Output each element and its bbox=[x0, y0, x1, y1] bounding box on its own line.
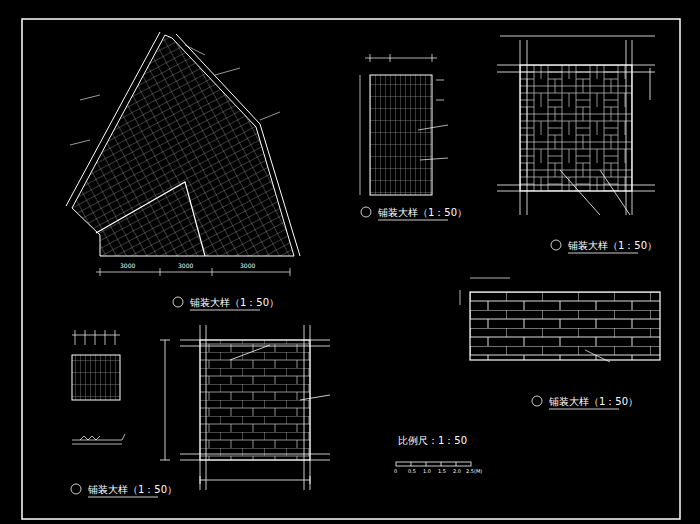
scale-title: 比例尺：1：50 bbox=[398, 436, 467, 446]
section-title: 铺装大样（1：50） bbox=[378, 208, 467, 218]
scale-number: 0 bbox=[394, 469, 397, 474]
scale-number: 2.5(M) bbox=[466, 469, 482, 474]
scale-number: 0.5 bbox=[408, 469, 416, 474]
section-title: 铺装大样（1：50） bbox=[190, 298, 279, 308]
dimension: 3000 bbox=[178, 263, 193, 269]
dimension: 3000 bbox=[240, 263, 255, 269]
scale-number: 1.0 bbox=[423, 469, 431, 474]
dimension: 3000 bbox=[120, 263, 135, 269]
scale-number: 2.0 bbox=[453, 469, 461, 474]
section-title: 铺装大样（1：50） bbox=[549, 397, 638, 407]
section-title: 铺装大样（1：50） bbox=[568, 241, 657, 251]
scale-number: 1.5 bbox=[438, 469, 446, 474]
section-title: 铺装大样（1：50） bbox=[88, 485, 177, 495]
